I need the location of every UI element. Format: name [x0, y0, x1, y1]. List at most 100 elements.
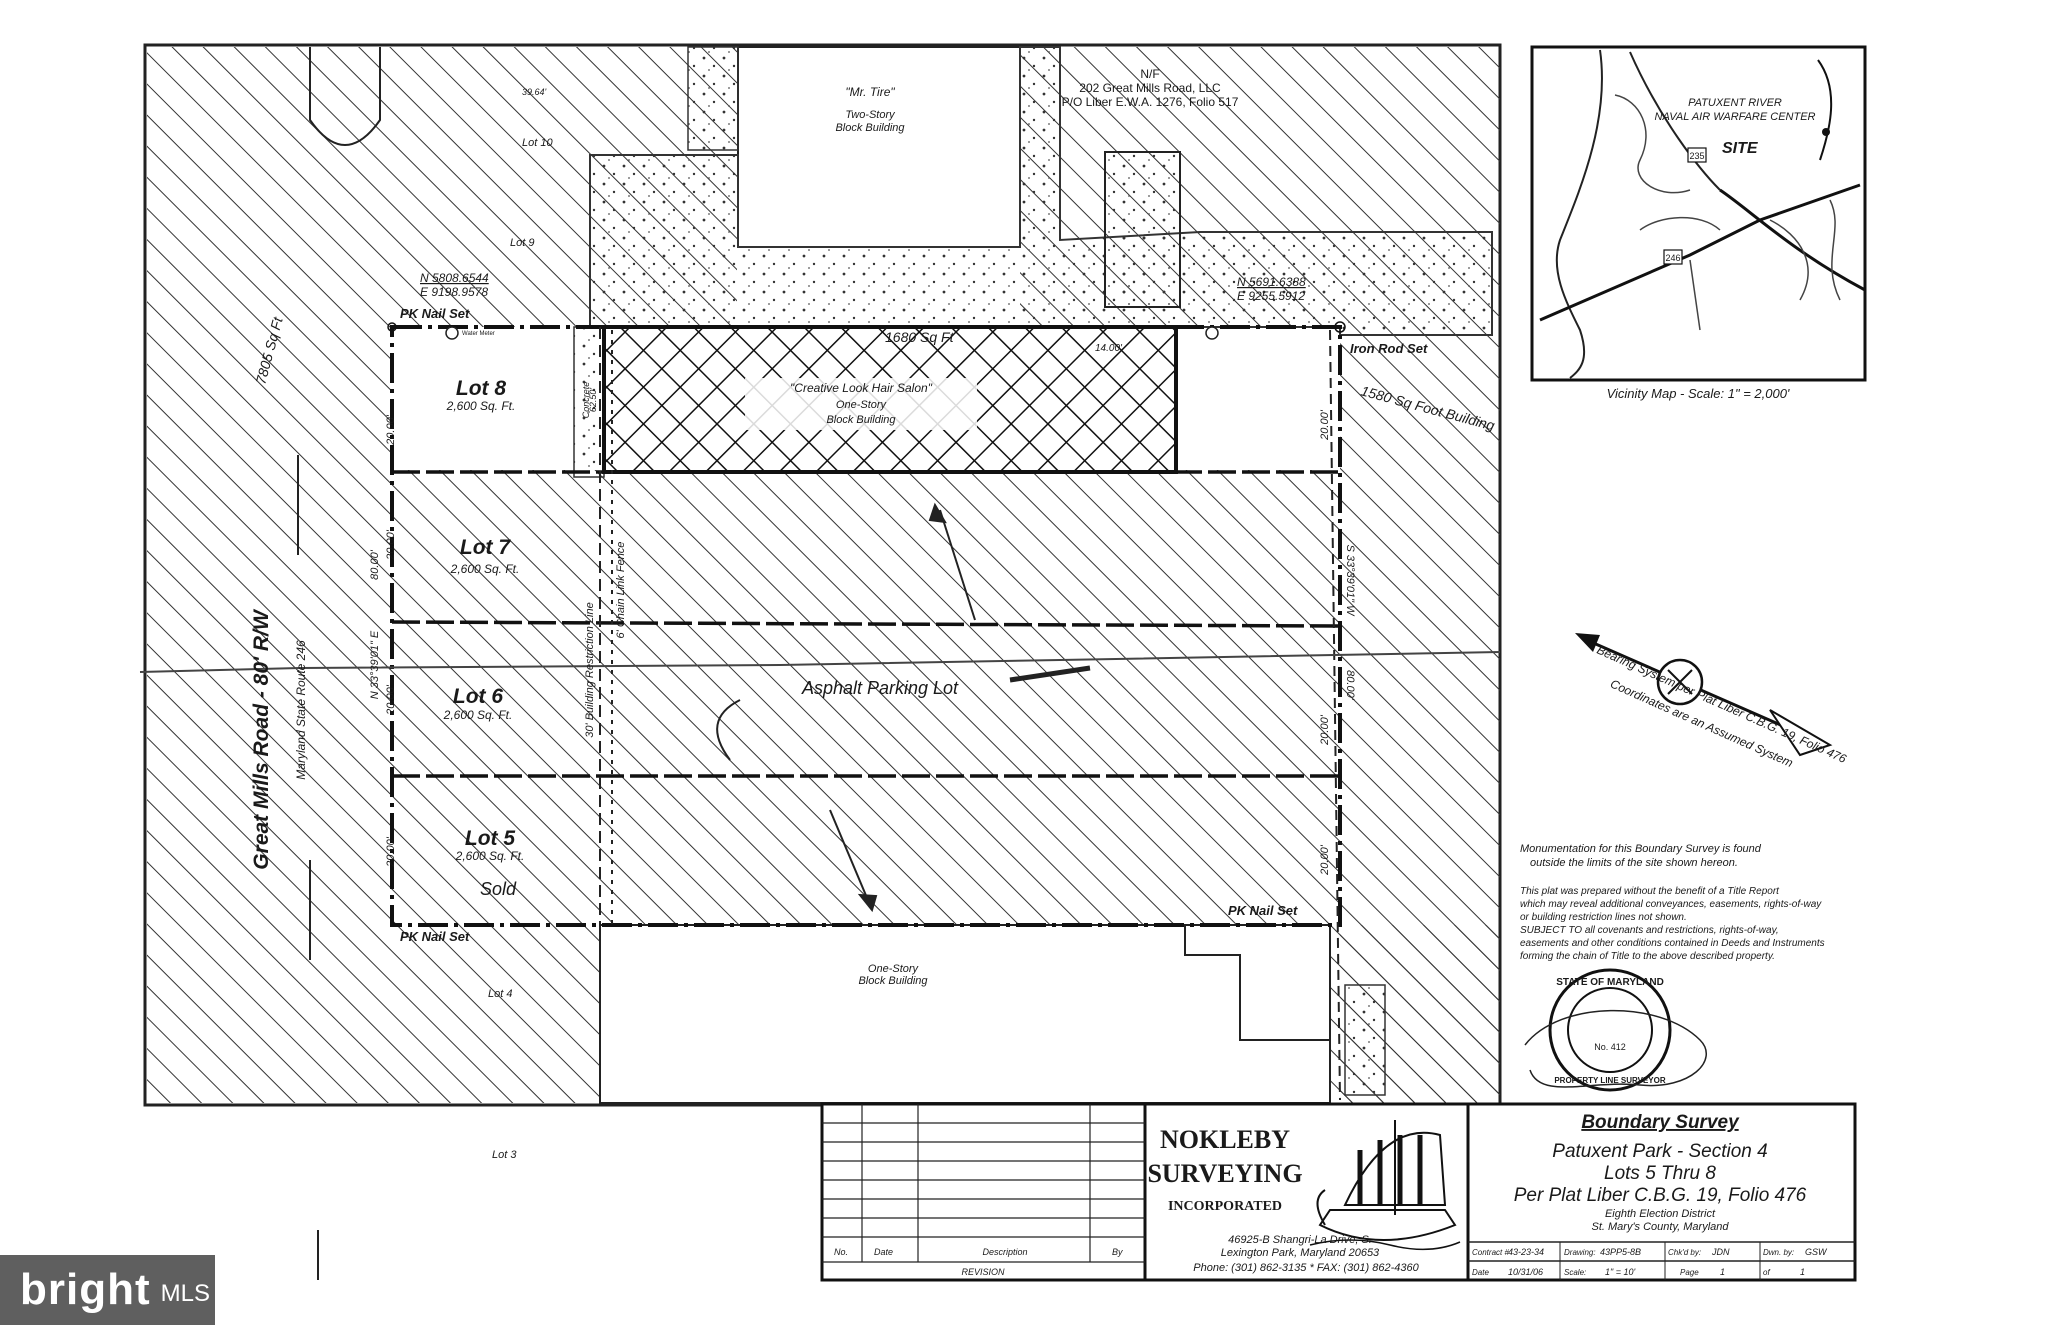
drawing-label: Drawing:: [1564, 1248, 1596, 1257]
vicinity-map: [1530, 45, 1867, 382]
note-title1: This plat was prepared without the benef…: [1520, 886, 1780, 897]
company-name2: SURVEYING: [1147, 1159, 1302, 1188]
mr-tire-building: [737, 46, 1021, 248]
south-building-desc2: Block Building: [858, 975, 928, 987]
lot7-name: Lot 7: [460, 536, 511, 559]
handwritten-sold: Sold: [480, 879, 517, 899]
nf-liber: P/O Liber E.W.A. 1276, Folio 517: [1062, 95, 1239, 109]
north-arrow-icon: [1575, 633, 1833, 757]
survey-line2: Lots 5 Thru 8: [1604, 1163, 1716, 1184]
coord-nw-n: N 5808.6544: [420, 271, 489, 285]
vicinity-naval2: NAVAL AIR WARFARE CENTER: [1655, 111, 1816, 123]
dim-left-20-b: 20.00': [385, 529, 397, 561]
concrete-label: Concrete: [581, 382, 591, 419]
lot7-area: 2,600 Sq. Ft.: [450, 562, 520, 576]
salon-desc2: Block Building: [826, 414, 896, 426]
coord-ne-n: N 5691.6388: [1237, 275, 1306, 289]
lot6-name: Lot 6: [453, 685, 503, 708]
lot8-area: 2,600 Sq. Ft.: [446, 399, 516, 413]
seal-line1: STATE OF MARYLAND: [1556, 977, 1664, 988]
traffic-arrows: [716, 502, 1091, 913]
note-monumentation2: outside the limits of the site shown her…: [1530, 857, 1738, 869]
contract-value: 43-23-34: [1508, 1247, 1544, 1257]
pk-nail-nw: PK Nail Set: [400, 306, 470, 321]
note-title3: or building restriction lines not shown.: [1520, 912, 1687, 923]
watermark-brand: bright: [20, 1265, 151, 1314]
pk-nail-marker-icon: [387, 322, 397, 332]
seal-number: No. 412: [1594, 1042, 1626, 1052]
south-building-desc1: One-Story: [868, 963, 920, 975]
lot8-name: Lot 8: [456, 377, 506, 400]
company-phone: Phone: (301) 862-3135 * FAX: (301) 862-4…: [1193, 1262, 1419, 1274]
vicinity-route235: 235: [1689, 151, 1704, 161]
hair-salon-building: [602, 325, 1178, 474]
note-title2: which may reveal additional conveyances,…: [1520, 899, 1822, 910]
water-meter-label: Water Meter: [462, 331, 495, 337]
dim-left-bearing: N 33°39'01" E: [369, 630, 381, 699]
note-monumentation1: Monumentation for this Boundary Survey i…: [1520, 843, 1762, 855]
contract-label: Contract #: [1472, 1248, 1509, 1257]
revision-by: By: [1112, 1247, 1123, 1257]
revision-description: Description: [982, 1247, 1027, 1257]
survey-county: St. Mary's County, Maryland: [1592, 1221, 1730, 1233]
dim-left-80: 80.00': [369, 549, 381, 580]
fence-label: 6' Chain Link Fence: [615, 542, 627, 639]
page-value: 1: [1720, 1267, 1725, 1277]
survey-line3: Per Plat Liber C.B.G. 19, Folio 476: [1514, 1185, 1807, 1206]
drawing-value: 43PP5-8B: [1600, 1247, 1641, 1257]
survey-line1: Patuxent Park - Section 4: [1552, 1141, 1767, 1162]
dim-left-20-c: 20.00': [385, 684, 397, 716]
vicinity-route246: 246: [1665, 253, 1680, 263]
note-subject1: SUBJECT TO all covenants and restriction…: [1520, 925, 1779, 936]
company-addr2: Lexington Park, Maryland 20653: [1221, 1247, 1380, 1259]
dim-bldg-14: 14.00': [1095, 343, 1123, 354]
road-route: Maryland State Route 246: [294, 640, 308, 780]
dwn-label: Dwn. by:: [1763, 1248, 1794, 1257]
date-label: Date: [1472, 1268, 1489, 1277]
revision-date: Date: [874, 1247, 893, 1257]
lot9-label: Lot 9: [510, 237, 534, 249]
dim-right-bearing: S 33°39'01" W: [1344, 545, 1356, 618]
revision-title: REVISION: [961, 1267, 1005, 1277]
watermark-mls: MLS: [160, 1280, 210, 1307]
dist-39: 39.64': [522, 87, 547, 97]
iron-rod-marker-icon: [1334, 321, 1346, 333]
company-name3: INCORPORATED: [1168, 1199, 1282, 1214]
dim-bldg-62: 62.50': [588, 388, 598, 413]
bearing-note1: Bearing System per Plat Liber C.B.G. 19,…: [1595, 643, 1849, 766]
lot3-label: Lot 3: [492, 1149, 517, 1161]
pk-nail-sw: PK Nail Set: [400, 929, 470, 944]
dim-right-20-a: 20.00': [1319, 409, 1331, 441]
lot4-label: Lot 4: [488, 988, 512, 1000]
title-block: [820, 1102, 1857, 1282]
lot6-area: 2,600 Sq. Ft.: [443, 708, 513, 722]
date-value: 10/31/06: [1508, 1267, 1543, 1277]
iron-rod: Iron Rod Set: [1350, 341, 1428, 356]
concrete-areas: [573, 46, 1493, 1096]
water-meter-icon: [445, 326, 1219, 340]
page-total: 1: [1800, 1267, 1805, 1277]
survey-district: Eighth Election District: [1605, 1208, 1716, 1220]
road-name: Great Mills Road - 80' R/W: [250, 608, 273, 870]
nf-label: N/F: [1140, 67, 1159, 81]
lot-lines: [391, 470, 1341, 778]
mr-tire-desc1: Two-Story: [845, 109, 896, 121]
mr-tire-desc2: Block Building: [835, 122, 905, 134]
salon-name: "Creative Look Hair Salon": [790, 381, 933, 395]
dim-right-20-b: 20.00': [1319, 714, 1331, 746]
lot10-label: Lot 10: [522, 137, 553, 149]
vicinity-naval1: PATUXENT RIVER: [1688, 97, 1782, 109]
surveyor-seal: [1524, 968, 1707, 1092]
dwn-value: GSW: [1805, 1247, 1828, 1257]
company-addr1: 46925-B Shangri-La Drive, S.: [1228, 1234, 1372, 1246]
vicinity-caption: Vicinity Map - Scale: 1" = 2,000': [1607, 386, 1790, 401]
parking-label: Asphalt Parking Lot: [801, 678, 959, 698]
page-of: of: [1763, 1268, 1770, 1277]
vicinity-site: SITE: [1722, 140, 1759, 157]
handwritten-sqft-top: 1680 Sq Ft: [885, 329, 955, 345]
dim-right-20-c: 20.00': [1319, 844, 1331, 876]
nf-owner: 202 Great Mills Road, LLC: [1079, 81, 1221, 95]
scale-label: Scale:: [1564, 1268, 1586, 1277]
dim-left-20-a: 20.00': [385, 414, 397, 446]
